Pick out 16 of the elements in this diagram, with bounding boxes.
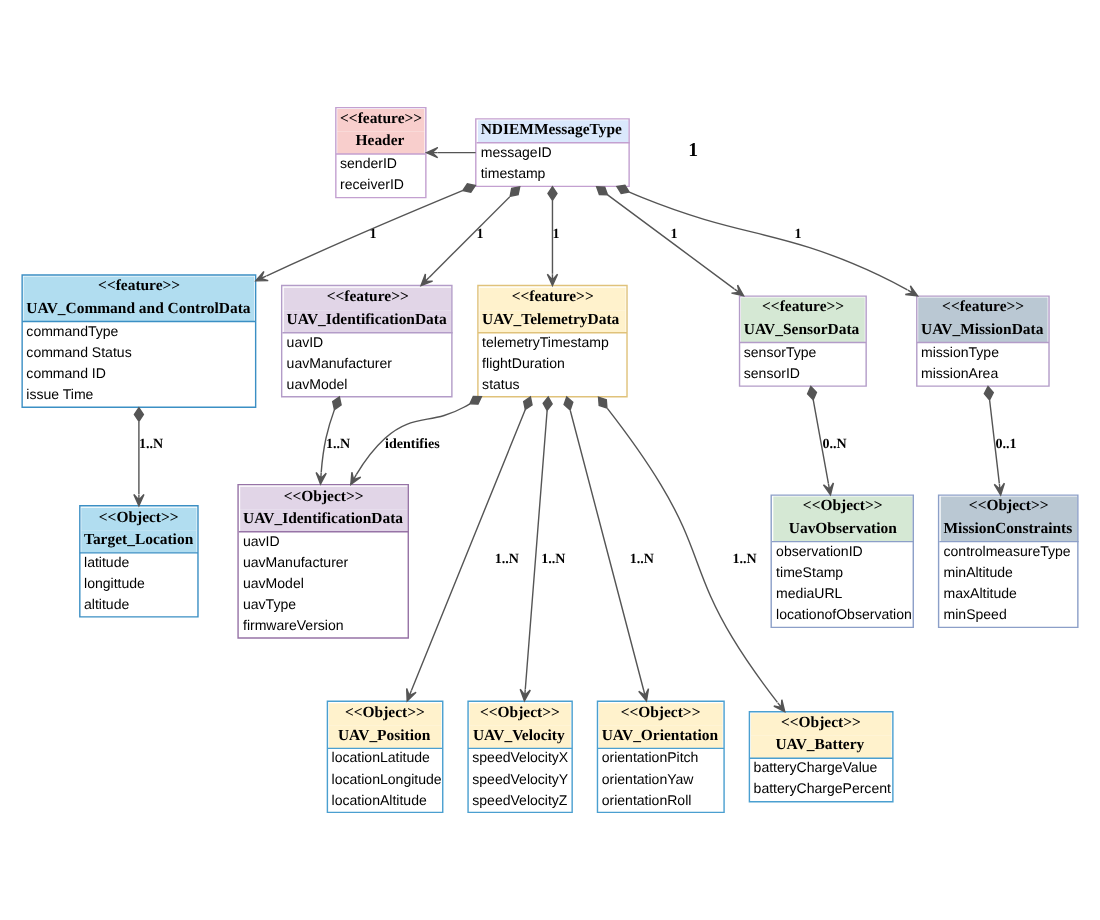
arrow xyxy=(983,385,1006,496)
arrow xyxy=(315,395,342,485)
arrow xyxy=(406,395,533,702)
arrow xyxy=(546,185,559,287)
arrow xyxy=(597,396,786,713)
arrow xyxy=(519,395,553,702)
arrow xyxy=(563,395,650,702)
arrow xyxy=(255,183,477,282)
arrow xyxy=(420,185,521,287)
label: 1 xyxy=(688,140,699,163)
arrow xyxy=(425,146,477,159)
arrow xyxy=(133,406,145,507)
arrow xyxy=(806,385,835,496)
arrow xyxy=(350,395,483,486)
arrow xyxy=(615,184,919,297)
arrow xyxy=(595,186,745,297)
